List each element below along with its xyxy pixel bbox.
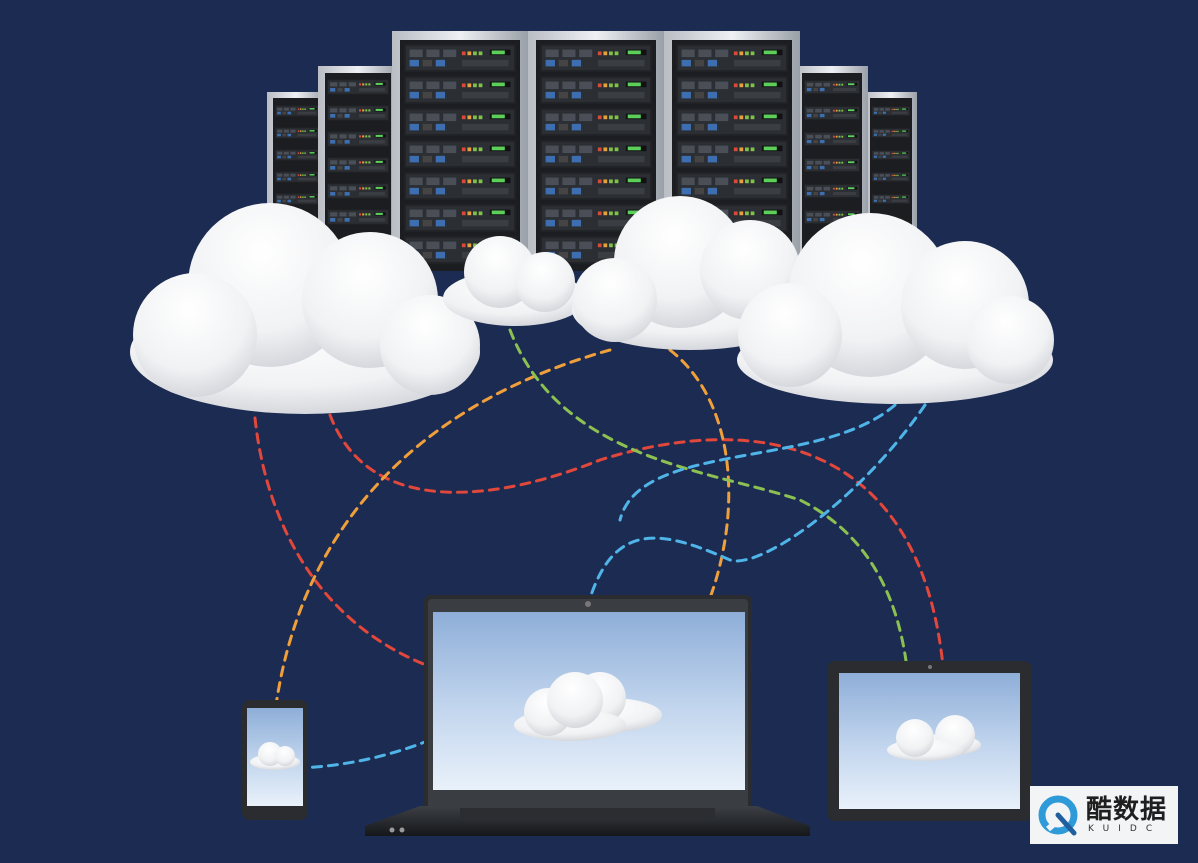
smartphone <box>242 700 308 820</box>
clouds <box>130 196 1054 414</box>
cloud <box>443 236 587 326</box>
connection-line-red <box>328 413 947 692</box>
connection-line-blue <box>618 403 897 522</box>
server-rack <box>318 66 398 256</box>
screen-cloud <box>250 742 300 770</box>
screen-cloud <box>887 715 981 761</box>
laptop <box>365 595 810 836</box>
connection-line-blue <box>571 403 927 692</box>
tablet <box>827 661 1032 821</box>
connection-line-orange <box>270 348 612 742</box>
kuidc-logo-icon <box>1038 795 1078 836</box>
cloud <box>737 213 1054 404</box>
server-rack <box>392 31 528 271</box>
screen-cloud <box>514 672 662 741</box>
brand-name-en: KUIDC <box>1088 823 1162 834</box>
brand-watermark: 酷数据 KUIDC <box>1030 786 1178 844</box>
connection-line-green <box>508 328 912 722</box>
cloud <box>130 203 480 414</box>
brand-name-cn: 酷数据 <box>1086 794 1168 825</box>
